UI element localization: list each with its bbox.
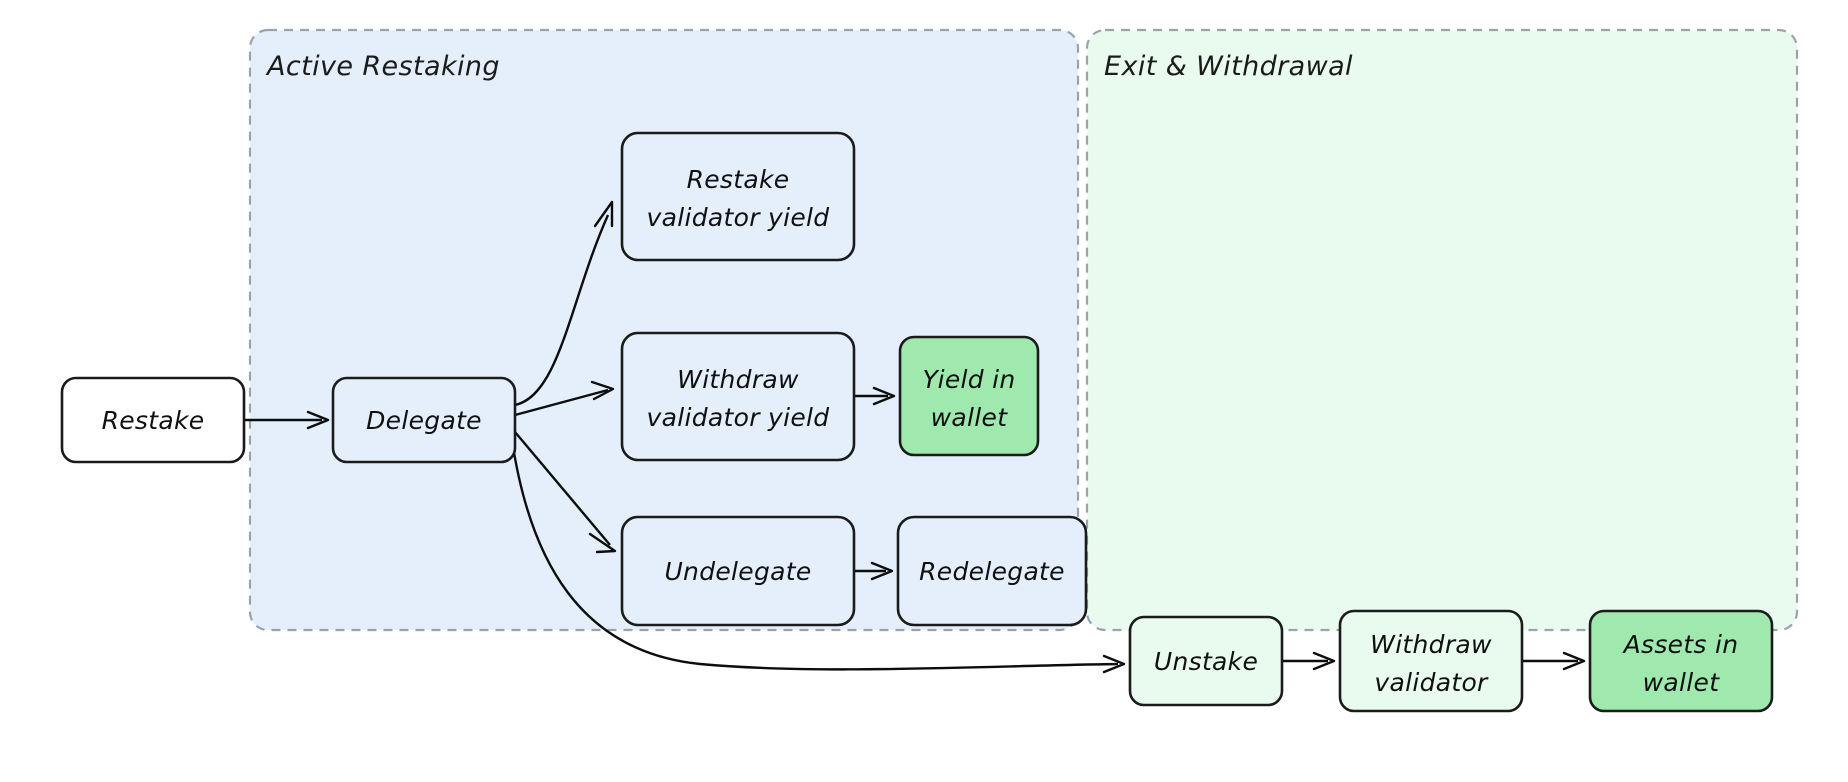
node-yield-in-wallet-label-line-2: wallet [931,403,1009,432]
edge-delegate-to-undelegate [514,431,617,554]
node-restake-box[interactable] [60,376,246,464]
cluster-active-restaking-label: Active Restaking [265,51,500,82]
node-layer: Restake Delegate Restake validator yield… [60,131,1774,713]
edge-withdraw-validator-yield-to-yield-in-wallet [854,386,896,406]
node-restake-label-line-1: Restake [102,406,205,435]
edge-layer [244,200,1586,674]
edge-delegate-to-withdraw-validator-yield [514,380,615,417]
node-redelegate-box[interactable] [896,515,1088,627]
cluster-active-restaking: Active Restaking [248,28,1080,632]
node-restake[interactable]: Restake [60,376,246,464]
edge-undelegate-to-redelegate [854,561,894,581]
node-delegate-label-line-1: Delegate [366,406,482,435]
node-delegate[interactable]: Delegate [331,376,517,464]
node-withdraw-validator-yield[interactable]: Withdraw validator yield [620,331,856,462]
node-restake-validator-yield-label-line-1: Restake [687,165,790,194]
node-unstake[interactable]: Unstake [1128,615,1284,707]
node-yield-in-wallet[interactable]: Yield in wallet [898,335,1040,457]
edge-delegate-to-unstake [510,439,1126,674]
edge-unstake-to-withdraw-validator [1282,651,1336,671]
node-restake-validator-yield-label-line-2: validator yield [647,203,830,232]
cluster-exit-withdrawal-box [1085,28,1799,632]
node-withdraw-validator[interactable]: Withdraw validator [1338,609,1524,713]
node-withdraw-validator-label-line-2: validator [1374,668,1489,697]
node-assets-in-wallet-label-line-2: wallet [1643,668,1721,697]
edge-restake-to-delegate [244,410,330,430]
node-assets-in-wallet[interactable]: Assets in wallet [1588,609,1774,713]
node-assets-in-wallet-box[interactable] [1588,609,1774,713]
node-undelegate-label-line-1: Undelegate [664,557,811,586]
node-withdraw-validator-yield-label-line-2: validator yield [647,403,830,432]
edge-delegate-to-restake-validator-yield [514,200,614,407]
edge-withdraw-validator-to-assets-in-wallet [1522,651,1586,671]
node-yield-in-wallet-box[interactable] [898,335,1040,457]
node-restake-validator-yield[interactable]: Restake validator yield [620,131,856,262]
node-undelegate[interactable]: Undelegate [620,515,856,627]
node-withdraw-validator-label-line-1: Withdraw [1370,630,1492,659]
node-yield-in-wallet-label-line-1: Yield in [922,365,1015,394]
node-delegate-box[interactable] [331,376,517,464]
node-undelegate-box[interactable] [620,515,856,627]
node-unstake-label-line-1: Unstake [1154,647,1258,676]
node-redelegate-label-line-1: Redelegate [919,557,1065,586]
node-unstake-box[interactable] [1128,615,1284,707]
node-redelegate[interactable]: Redelegate [896,515,1088,627]
cluster-active-restaking-box [248,28,1080,632]
node-restake-validator-yield-box[interactable] [620,131,856,262]
cluster-exit-withdrawal: Exit & Withdrawal [1085,28,1799,632]
node-withdraw-validator-yield-box[interactable] [620,331,856,462]
node-withdraw-validator-box[interactable] [1338,609,1524,713]
node-assets-in-wallet-label-line-1: Assets in [1622,630,1739,659]
cluster-exit-withdrawal-label: Exit & Withdrawal [1104,51,1353,82]
node-withdraw-validator-yield-label-line-1: Withdraw [677,365,799,394]
